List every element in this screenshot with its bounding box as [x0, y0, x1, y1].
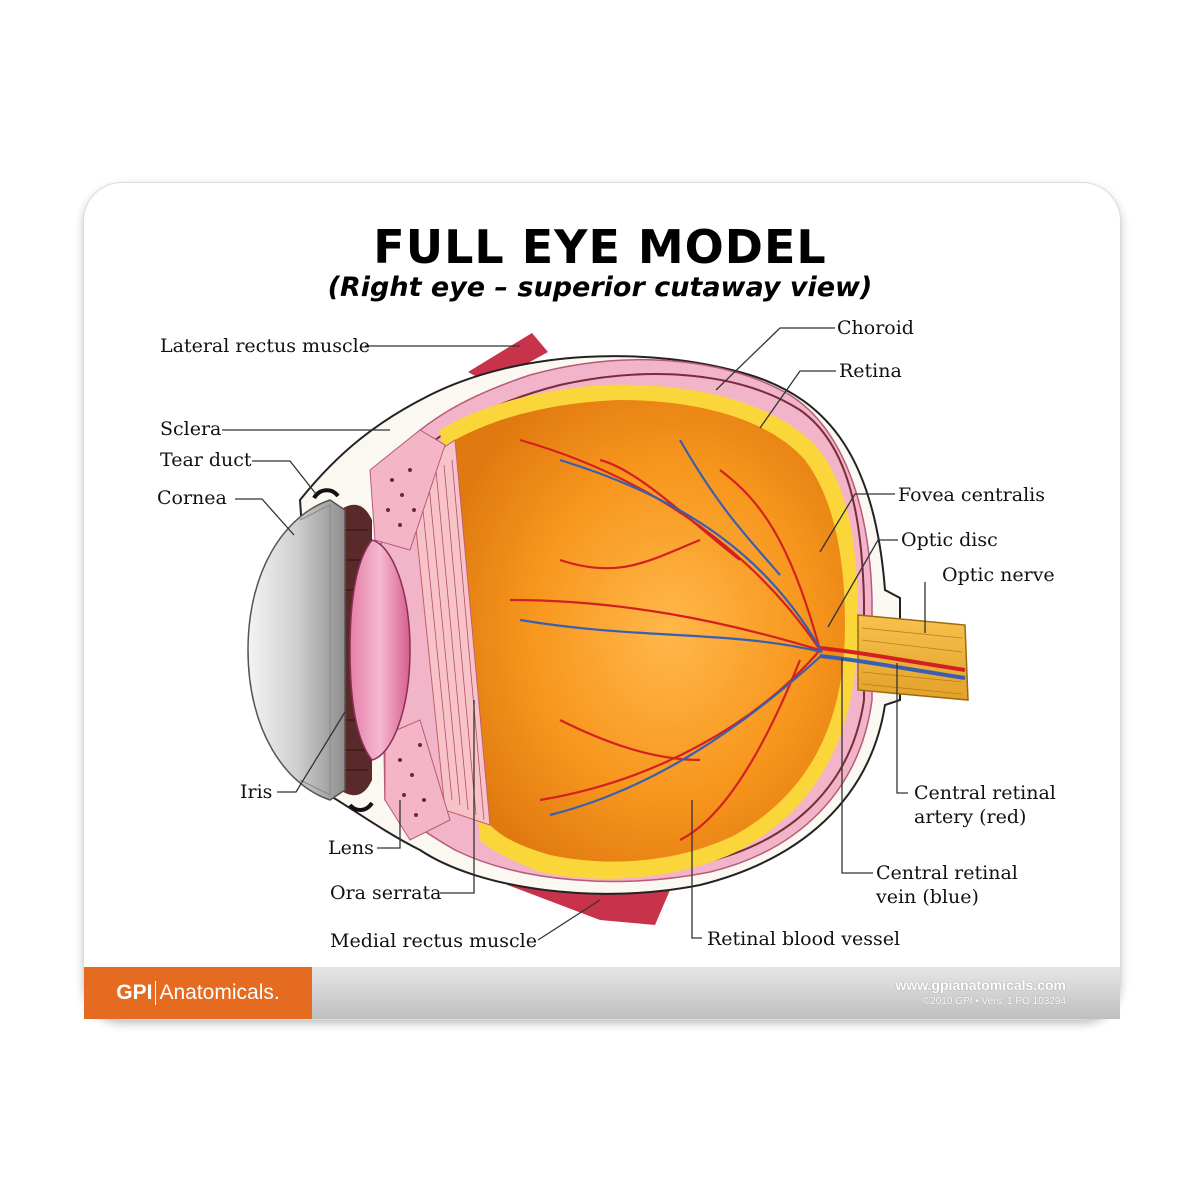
label-retinal-blood-vessel: Retinal blood vessel — [707, 928, 901, 950]
lateral-rectus-muscle — [468, 333, 548, 384]
label-artery-line1: Central retinal — [914, 782, 1056, 804]
choroid-line — [399, 373, 865, 863]
label-fovea-centralis: Fovea centralis — [898, 484, 1045, 506]
anterior-sclera-top — [369, 429, 446, 551]
vitreous-body — [455, 400, 845, 862]
footer-url[interactable]: www.gpianatomicals.com — [895, 977, 1066, 993]
label-vein-line1: Central retinal — [876, 862, 1018, 884]
label-vein-line2: vein (blue) — [876, 886, 979, 908]
sclera-dots — [386, 468, 426, 817]
label-iris: Iris — [240, 781, 273, 803]
label-lens: Lens — [328, 837, 374, 859]
retinal-veins — [519, 439, 823, 817]
label-central-retinal-artery: Central retinal artery (red) — [914, 781, 1074, 829]
central-retinal-vein — [819, 654, 966, 680]
brand-light: Anatomicals. — [159, 981, 280, 1004]
diagram-title: FULL EYE MODEL — [373, 220, 827, 274]
tear-duct-bottom — [348, 801, 374, 812]
brand-separator — [155, 981, 157, 1005]
lens — [349, 539, 411, 761]
ciliary-striations — [419, 459, 485, 821]
label-tear-duct: Tear duct — [160, 449, 252, 471]
label-lateral-rectus-muscle: Lateral rectus muscle — [160, 335, 370, 357]
label-sclera: Sclera — [160, 418, 222, 440]
label-cornea: Cornea — [157, 487, 227, 509]
brand-bold: GPI — [116, 981, 153, 1004]
label-artery-line2: artery (red) — [914, 806, 1027, 828]
label-retina: Retina — [839, 360, 902, 382]
footer-gradient: www.gpianatomicals.com ©2010 GPI • Vers.… — [312, 967, 1120, 1019]
brand-logo: GPI Anatomicals. — [84, 967, 312, 1019]
label-optic-nerve: Optic nerve — [942, 564, 1055, 586]
tear-duct-top — [312, 488, 340, 500]
footer-bar: GPI Anatomicals. www.gpianatomicals.com … — [84, 967, 1120, 1019]
label-optic-disc: Optic disc — [901, 529, 998, 551]
label-central-retinal-vein: Central retinal vein (blue) — [876, 861, 1036, 909]
diagram-subtitle: (Right eye – superior cutaway view) — [327, 272, 873, 303]
leader-lines — [222, 327, 926, 941]
cornea — [247, 499, 346, 801]
label-medial-rectus-muscle: Medial rectus muscle — [330, 930, 537, 952]
optic-nerve — [857, 614, 969, 701]
optic-nerve-fibers — [861, 627, 963, 695]
footer-copyright: ©2010 GPI • Vers. 1 PO 103294 — [922, 996, 1066, 1007]
anterior-sclera-bottom — [384, 719, 451, 841]
central-retinal-artery — [819, 646, 966, 672]
label-choroid: Choroid — [837, 317, 914, 339]
retinal-arteries — [509, 438, 822, 841]
label-ora-serrata: Ora serrata — [330, 882, 442, 904]
